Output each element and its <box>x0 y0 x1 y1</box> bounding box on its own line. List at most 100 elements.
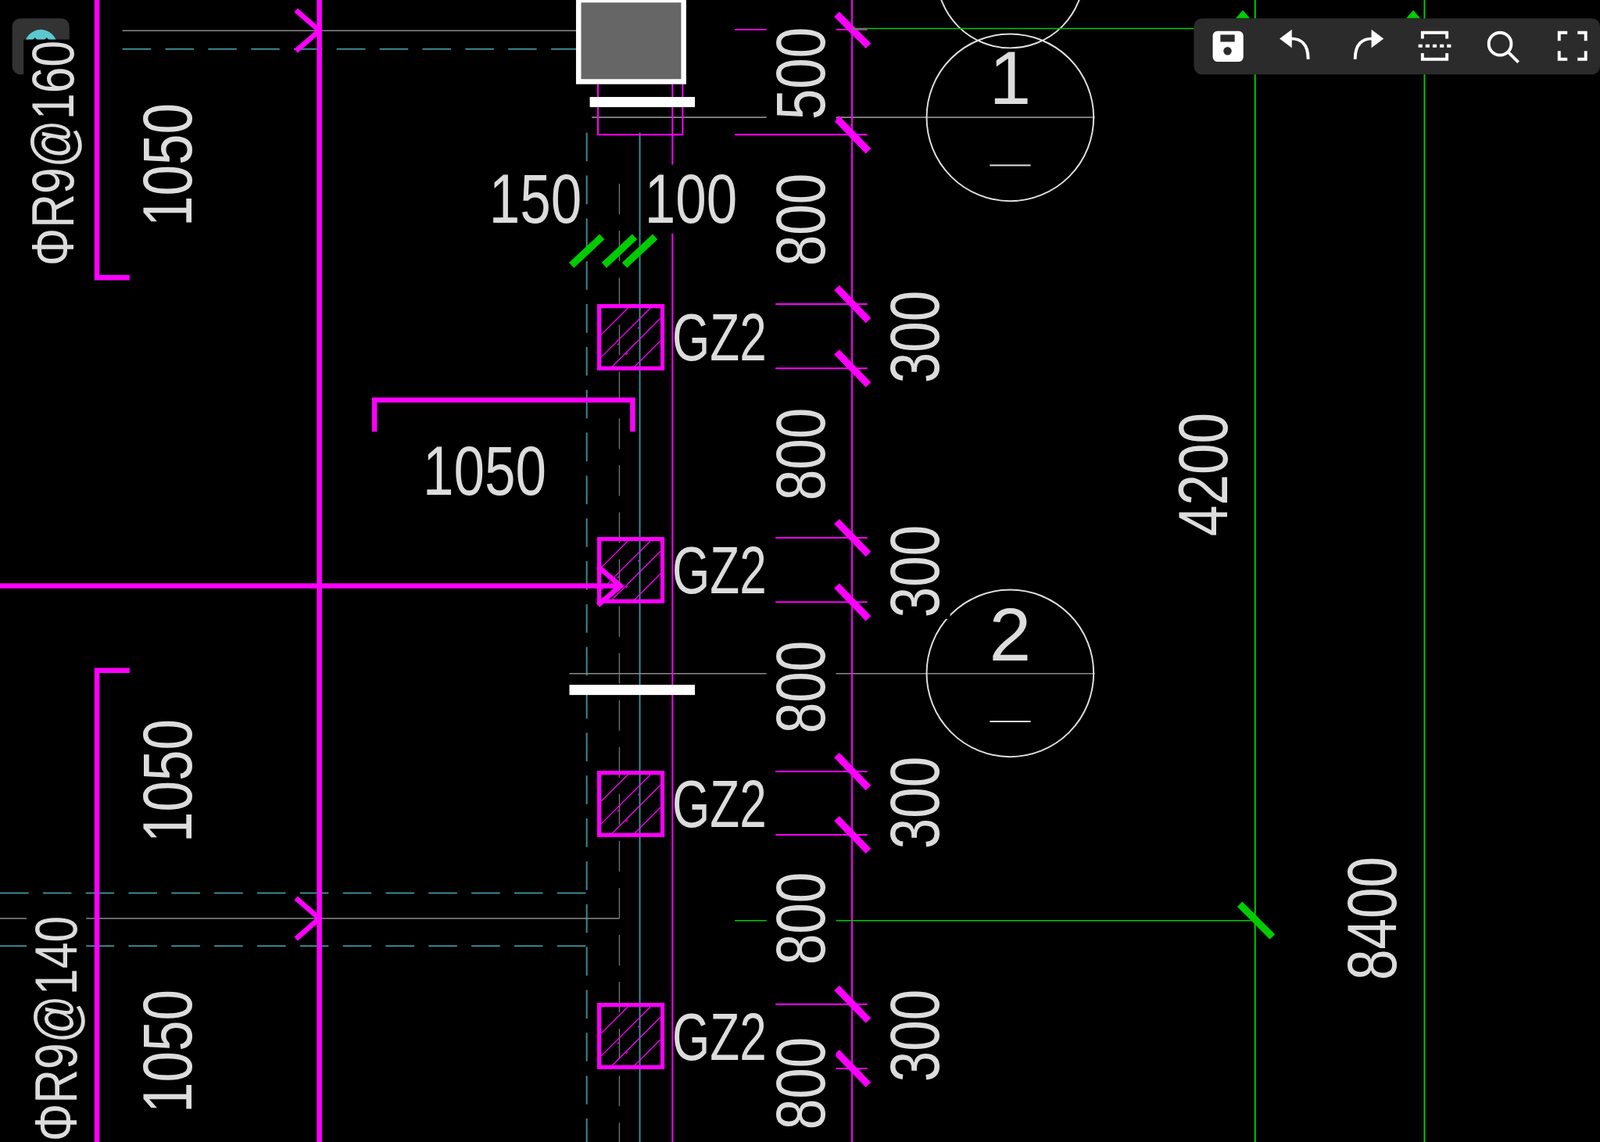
dimension: 800 <box>765 1036 836 1132</box>
zoom-icon <box>1489 32 1512 56</box>
dimension: 1050 <box>133 987 204 1114</box>
hatch-lines <box>601 307 661 368</box>
rebar-line <box>316 0 323 1142</box>
redo-icon <box>1371 29 1385 49</box>
tick <box>836 521 868 555</box>
section-symbol: 2 <box>925 588 1096 759</box>
tick <box>836 987 868 1021</box>
section-number: 2 <box>989 597 1032 673</box>
wall-end-bar <box>569 684 695 695</box>
axis-lines <box>0 49 588 1142</box>
dimension-line <box>851 0 853 1142</box>
reference-line <box>122 29 588 32</box>
rebar-line <box>0 583 621 589</box>
column-block <box>578 0 684 82</box>
column-outline <box>598 772 663 835</box>
circle-outline <box>927 590 1095 758</box>
dimension-lines <box>597 0 868 1142</box>
dimension: 300 <box>880 987 951 1084</box>
grid-lines <box>571 0 1425 1142</box>
dimension-ticks <box>836 14 868 1085</box>
bracket <box>96 0 130 278</box>
rebar-hook <box>296 10 320 51</box>
constructional-column: GZ2 <box>597 304 665 371</box>
constructional-column: GZ2 <box>597 536 665 604</box>
grid-marker <box>1406 10 1421 18</box>
wall-end-bar <box>590 96 695 108</box>
column-hatch <box>597 1002 665 1070</box>
column-hatch <box>597 536 665 604</box>
grid-line <box>1254 0 1257 1142</box>
tick <box>836 14 868 46</box>
section-dash <box>989 164 1031 167</box>
bracket <box>374 400 633 432</box>
tick <box>836 351 868 385</box>
section-marks <box>936 0 1084 722</box>
grid-line <box>1423 0 1425 1142</box>
reference-line <box>0 917 620 920</box>
bracket <box>96 670 130 1142</box>
column-outline <box>598 306 663 369</box>
dimension: 4200 <box>1169 411 1239 537</box>
dimension: 800 <box>765 870 836 967</box>
save-icon-detail <box>1220 34 1235 42</box>
axis-line <box>0 944 588 947</box>
wall-line <box>639 132 641 1142</box>
section-line <box>591 116 1096 119</box>
section-number: 1 <box>989 40 1032 117</box>
circle-outline <box>927 33 1095 201</box>
hatch-lines <box>601 774 661 835</box>
constructional-column: GZ2 <box>597 770 665 838</box>
rebar-lines <box>0 0 633 1142</box>
tick <box>836 755 868 788</box>
dimension: 1050 <box>422 436 548 507</box>
dimension: 300 <box>880 289 951 385</box>
center-line <box>619 183 620 1142</box>
column-hatch <box>597 770 665 838</box>
tick <box>836 1052 868 1085</box>
dimension: 150 <box>488 164 584 234</box>
tick <box>836 287 868 321</box>
section-symbol: 1 <box>925 32 1096 203</box>
column-label: GZ2 <box>672 1002 767 1071</box>
fullscreen-icon <box>1559 32 1586 60</box>
undo-icon <box>1279 29 1293 49</box>
save-icon-detail <box>1223 46 1232 55</box>
grid-marker <box>1235 10 1250 18</box>
rebar-hook <box>296 898 320 939</box>
column-outline <box>598 538 663 602</box>
reference-lines <box>0 30 1096 919</box>
dimension: 800 <box>765 171 836 268</box>
axis-line <box>0 891 588 894</box>
dimension: 300 <box>880 755 951 852</box>
column-hatch <box>597 304 665 371</box>
column-outline <box>598 1005 663 1068</box>
dimension: 300 <box>880 523 951 620</box>
rebar-note: ΦR9@160 <box>23 39 83 267</box>
column-label: GZ2 <box>672 536 767 604</box>
constructional-column: GZ2 <box>597 1002 665 1070</box>
tick <box>571 236 602 266</box>
hatch-lines <box>601 540 661 601</box>
section-dash <box>989 720 1031 723</box>
toolbar <box>1193 18 1600 76</box>
axis-line <box>122 48 588 51</box>
tick <box>836 118 868 151</box>
split-icon <box>1418 44 1452 48</box>
dimension: 8400 <box>1337 855 1407 981</box>
dimension: 1050 <box>133 717 204 844</box>
hatch-lines <box>601 1007 661 1067</box>
tick <box>1239 904 1273 938</box>
dimension: 500 <box>765 25 836 122</box>
tick <box>624 236 656 266</box>
rebar-note: ΦR9@140 <box>26 914 86 1142</box>
dimension: 1050 <box>133 102 204 229</box>
column-label: GZ2 <box>672 303 767 371</box>
opening-outline <box>597 81 683 135</box>
zoom-icon <box>1508 52 1519 63</box>
tick <box>836 818 868 852</box>
toolbar-icons <box>1214 29 1586 63</box>
save-icon <box>1214 32 1243 61</box>
column-label: GZ2 <box>672 769 767 838</box>
